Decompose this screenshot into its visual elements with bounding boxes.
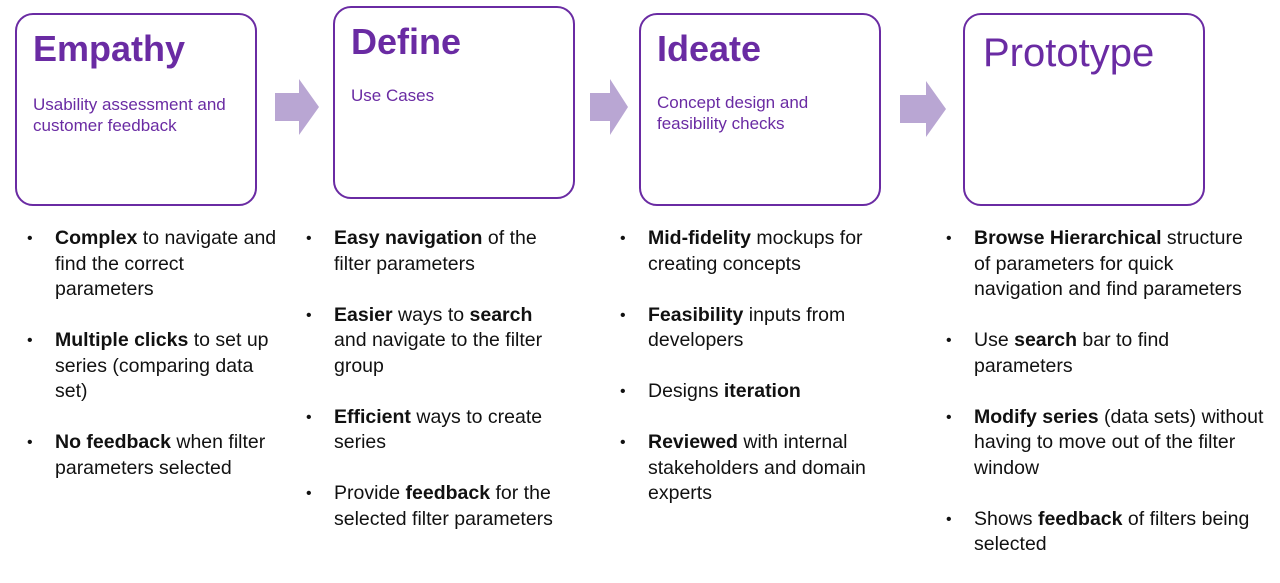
define-bullet-list: Easy navigation of the filter parameters… (304, 226, 566, 558)
stage-title: Prototype (983, 31, 1155, 75)
arrow-right-icon (275, 79, 319, 135)
empathy-bullet-list: Complex to navigate and find the correct… (25, 226, 280, 507)
stage-subtitle: Usability assessment and customer feedba… (33, 95, 226, 135)
stage-define-box: Define Use Cases (333, 6, 575, 199)
list-item: Designs iteration (618, 379, 913, 405)
stage-ideate-box: Ideate Concept design and feasibility ch… (639, 13, 881, 206)
arrow-right-icon (900, 81, 946, 137)
list-item: Shows feedback of filters being selected (944, 507, 1264, 558)
stage-title: Ideate (657, 28, 762, 69)
list-item: Modify series (data sets) without having… (944, 405, 1264, 482)
list-item: Mid-fidelity mockups for creating concep… (618, 226, 913, 277)
list-item: Use search bar to find parameters (944, 328, 1264, 379)
list-item: Efficient ways to create series (304, 405, 566, 456)
stage-title: Define (351, 21, 462, 62)
arrow-right-icon (590, 79, 628, 135)
list-item: Feasibility inputs from developers (618, 303, 913, 354)
list-item: Multiple clicks to set up series (compar… (25, 328, 280, 405)
stage-subtitle: Concept design and feasibility checks (657, 93, 809, 133)
list-item: Complex to navigate and find the correct… (25, 226, 280, 303)
list-item: Reviewed with internal stakeholders and … (618, 430, 913, 507)
ideate-bullet-list: Mid-fidelity mockups for creating concep… (618, 226, 913, 532)
stage-prototype-box: Prototype (963, 13, 1205, 206)
stage-title: Empathy (33, 28, 186, 69)
list-item: No feedback when filter parameters selec… (25, 430, 280, 481)
list-item: Browse Hierarchical structure of paramet… (944, 226, 1264, 303)
list-item: Provide feedback for the selected filter… (304, 481, 566, 532)
stage-subtitle: Use Cases (351, 86, 435, 105)
stage-empathy-box: Empathy Usability assessment and custome… (15, 13, 257, 206)
list-item: Easier ways to search and navigate to th… (304, 303, 566, 380)
prototype-bullet-list: Browse Hierarchical structure of paramet… (944, 226, 1264, 583)
list-item: Easy navigation of the filter parameters (304, 226, 566, 277)
